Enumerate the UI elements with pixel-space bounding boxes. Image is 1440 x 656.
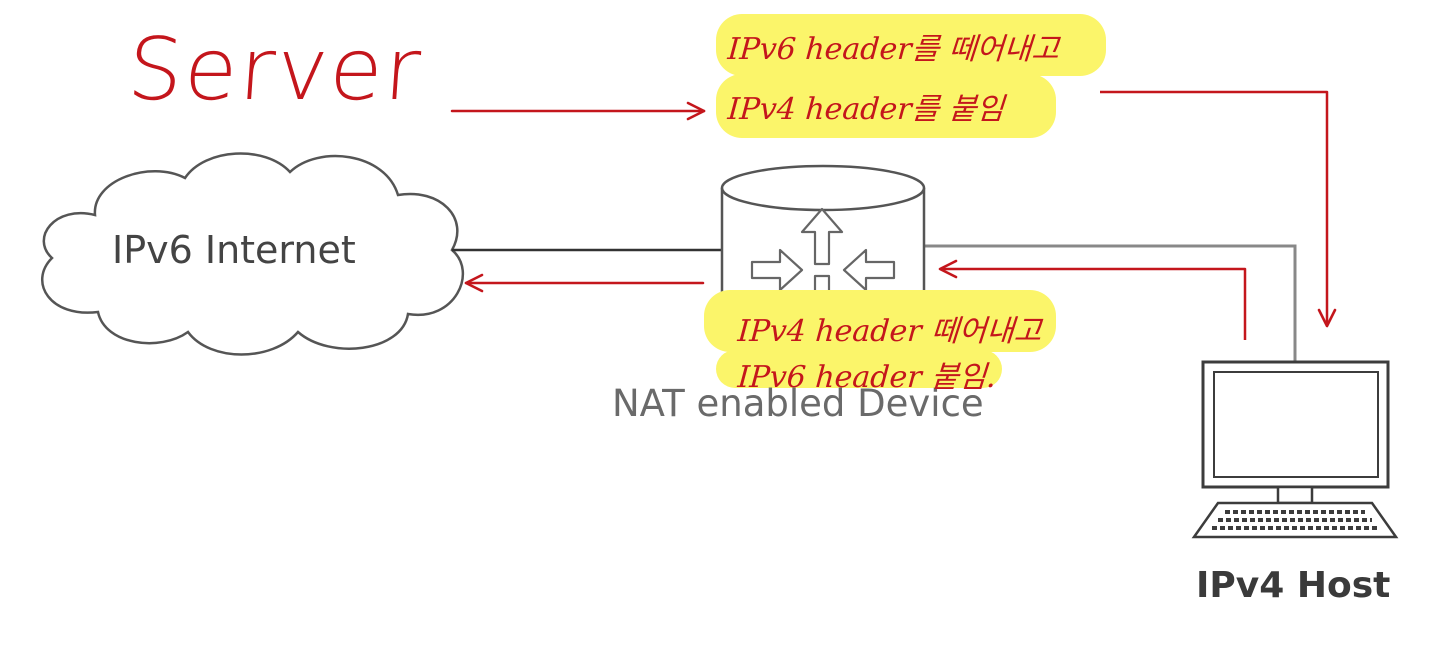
highlight-top-2	[716, 74, 1056, 138]
cloud-label: IPv6 Internet	[112, 228, 356, 272]
host-label: IPv4 Host	[1196, 565, 1391, 606]
server-label: Server	[124, 20, 426, 120]
top-annotation-line-1: IPv6 header를 떼어내고	[726, 32, 1061, 67]
ipv6-internet-cloud-icon	[41, 152, 464, 356]
highlight-bottom-2	[716, 350, 1002, 388]
device-to-host-link	[925, 244, 1297, 362]
bottom-annotation-line-2: IPv6 header 붙임.	[736, 360, 998, 395]
bottom-annotation-line-1: IPv4 header 떼어내고	[736, 314, 1043, 349]
ipv4-host-computer-icon	[1191, 360, 1399, 539]
host-to-nat-arrow	[938, 259, 1247, 340]
highlight-bottom-1	[704, 290, 1056, 352]
highlight-top-1	[716, 14, 1106, 76]
top-annotation-line-2: IPv4 header를 붙임	[726, 92, 1006, 127]
nat-to-host-arrow	[1100, 90, 1337, 328]
device-label: NAT enabled Device	[612, 382, 984, 425]
